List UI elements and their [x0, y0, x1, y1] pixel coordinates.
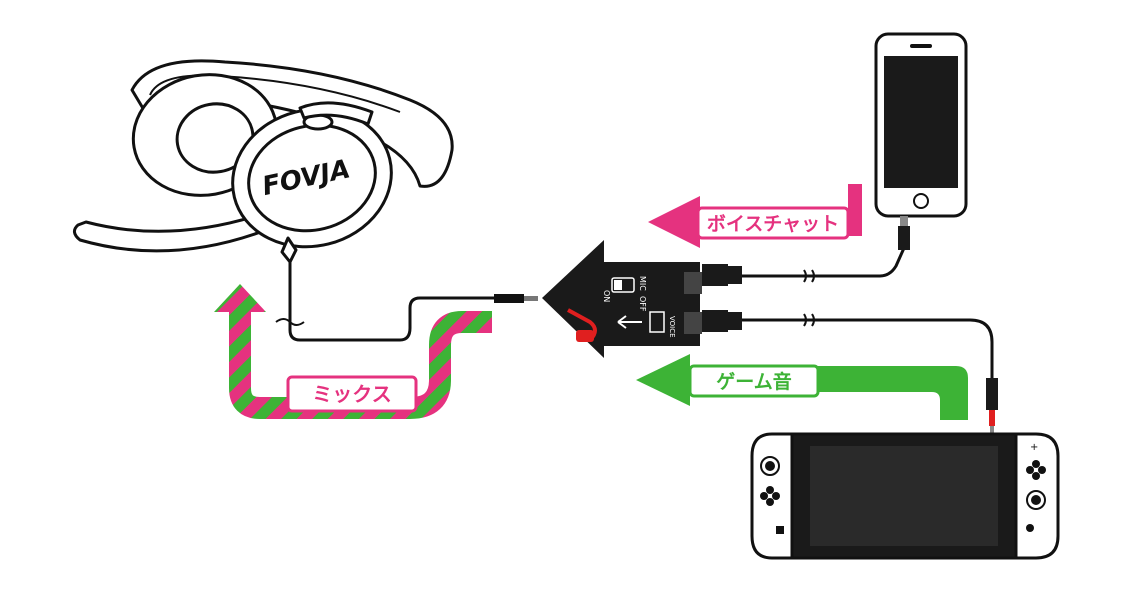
phone-cable	[742, 220, 906, 278]
headset-cable	[288, 260, 496, 342]
phone-plug	[898, 216, 910, 250]
switch-off-label: OFF	[638, 296, 647, 312]
lower-jack	[702, 310, 742, 332]
smartphone-icon	[874, 32, 968, 218]
switch-mic-label: MIC	[638, 276, 647, 291]
headset-plug	[494, 294, 538, 303]
console-plug	[986, 378, 998, 436]
mix-arrow: ミックス	[214, 284, 492, 419]
game-audio-label: ゲーム音	[716, 370, 791, 393]
game-audio-arrow: ゲーム音	[636, 354, 968, 420]
mix-label: ミックス	[312, 382, 391, 406]
handheld-console-icon: +	[750, 432, 1060, 560]
voice-chat-arrow: ボイスチャット	[648, 184, 862, 248]
voice-label: VOICE	[668, 316, 676, 338]
switch-on-label: ON	[602, 290, 611, 302]
mic-switch	[611, 277, 635, 293]
svg-text:+: +	[1030, 442, 1038, 453]
console-cable	[742, 318, 994, 378]
cable-break-mark	[275, 318, 305, 326]
voice-chat-label: ボイスチャット	[707, 213, 839, 235]
upper-jack	[702, 264, 742, 286]
arrow-left-icon	[617, 315, 642, 329]
phone-port-icon	[649, 311, 665, 333]
headset-icon: FOVJA	[73, 59, 454, 264]
audio-splitter-icon: ON MIC OFF VOICE	[542, 240, 702, 358]
